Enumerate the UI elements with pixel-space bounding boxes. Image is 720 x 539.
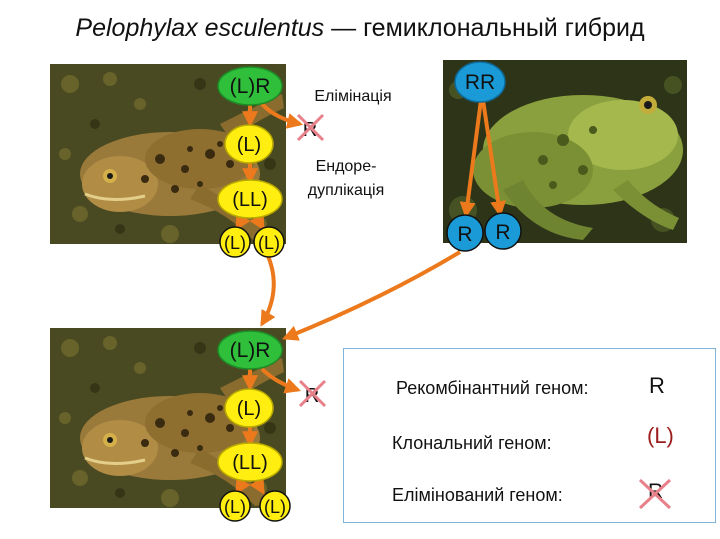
node-rr: RR — [454, 61, 506, 103]
label-endoreduplication-line2: дуплікація — [307, 182, 385, 199]
title-species: Pelophylax esculentus — [75, 14, 325, 42]
node-bottom-l-text: (L) — [237, 398, 261, 420]
rr-arrows — [282, 99, 507, 341]
title-description: гемиклональный гибрид — [363, 14, 645, 42]
legend-recombinant-label: Рекомбінантний геном: — [396, 378, 589, 398]
node-top-lr-text: (L)R — [230, 75, 271, 98]
node-bottom-lr-text: (L)R — [230, 339, 271, 362]
node-bottom-l: (L) — [224, 388, 274, 428]
node-top-r-eliminated: R — [296, 113, 325, 142]
arrow-rr-to-r-right — [481, 99, 507, 218]
node-top-l-right: (L) — [253, 226, 285, 258]
node-r-left-text: R — [457, 223, 472, 246]
node-bottom-ll: (LL) — [217, 442, 283, 482]
node-top-l-left: (L) — [219, 226, 251, 258]
title-dash: — — [324, 14, 364, 42]
arrow-top-gamete-to-bottom — [260, 255, 276, 327]
legend-clonal-symbol: (L) — [647, 423, 674, 448]
legend-eliminated-label: Елімінований геном: — [392, 485, 563, 505]
node-bottom-l-left: (L) — [219, 490, 251, 522]
node-bottom-lr: (L)R — [217, 330, 283, 370]
cross-icon — [638, 478, 672, 510]
node-bottom-l-right-text: (L) — [264, 497, 286, 517]
node-top-ll-text: (LL) — [232, 189, 268, 211]
arrow-bottom-ll-to-l-right — [249, 476, 265, 495]
legend-recombinant-symbol: R — [649, 373, 665, 398]
node-bottom-l-left-text: (L) — [224, 497, 246, 517]
node-r-right-text: R — [495, 221, 510, 244]
node-top-lr: (L)R — [217, 66, 283, 106]
page-title: Pelophylax esculentus — гемиклональный г… — [0, 14, 720, 43]
node-bottom-l-right: (L) — [259, 490, 291, 522]
node-rr-text: RR — [465, 71, 495, 94]
node-top-l-right-text: (L) — [258, 233, 280, 253]
arrow-rr-to-r-left — [459, 99, 483, 219]
node-bottom-ll-text: (LL) — [232, 452, 268, 474]
arrow-top-lr-to-r-eliminated — [260, 102, 304, 129]
node-r-left: R — [446, 214, 484, 252]
legend-eliminated-symbol: R — [637, 477, 673, 511]
legend-box: Рекомбінантний геном: R Клональний геном… — [343, 348, 716, 523]
node-top-l-text: (L) — [237, 134, 261, 156]
bottom-arrows — [235, 367, 302, 495]
node-top-l-left-text: (L) — [224, 233, 246, 253]
legend-clonal-label: Клональний геном: — [392, 433, 552, 453]
label-elimination: Елімінація — [314, 88, 392, 105]
arrow-r-gamete-to-bottom — [282, 250, 462, 341]
arrow-bottom-ll-to-l-left — [235, 476, 251, 495]
node-top-l: (L) — [224, 124, 274, 164]
node-r-right: R — [484, 212, 522, 250]
node-bottom-r-eliminated: R — [298, 379, 327, 408]
arrow-bottom-lr-to-r-eliminated — [260, 367, 302, 394]
label-endoreduplication-line1: Ендоре- — [315, 158, 377, 175]
node-top-ll: (LL) — [217, 179, 283, 219]
